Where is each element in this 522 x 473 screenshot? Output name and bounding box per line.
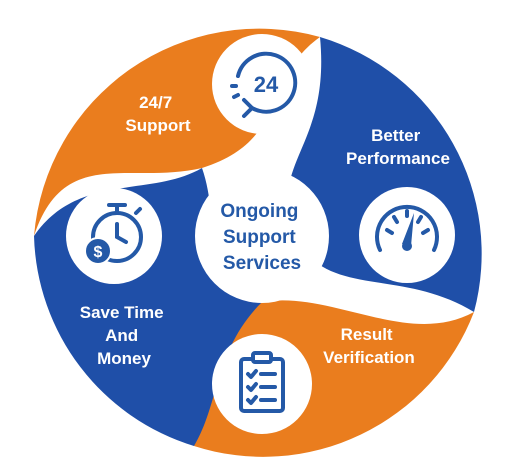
- segment-label-performance: Better Performance: [346, 126, 450, 168]
- segment-support-line-1: 24/7: [139, 93, 172, 112]
- segment-performance-line-1: Better: [371, 126, 421, 145]
- save-icon-badge: $: [66, 188, 162, 284]
- performance-icon-badge: [359, 187, 455, 283]
- segment-save-line-3: Money: [97, 349, 151, 368]
- segment-verification-line-1: Result: [341, 325, 393, 344]
- center-circle: [195, 169, 329, 303]
- segment-verification-line-2: Verification: [323, 348, 415, 367]
- segment-support-line-2: Support: [125, 116, 190, 135]
- clock-24-icon: [230, 51, 298, 118]
- segment-save-line-1: Save Time: [80, 303, 164, 322]
- center-title: Ongoing Support Services: [220, 201, 303, 274]
- segment-save-line-2: And: [105, 326, 138, 345]
- segment-label-verification: Result Verification: [323, 325, 415, 367]
- dollar-sign-icon: $: [94, 244, 103, 261]
- center-line-1: Ongoing: [220, 201, 298, 222]
- clipboard-checklist-icon: [239, 351, 285, 413]
- segment-label-save: Save Time And Money: [80, 303, 169, 368]
- stopwatch-dollar-icon: [91, 203, 143, 263]
- speedometer-needle-icon: [402, 213, 414, 246]
- speedometer-icon: [375, 205, 439, 252]
- center-line-2: Support: [223, 227, 296, 248]
- segment-label-support: 24/7 Support: [125, 93, 190, 135]
- dollar-coin-icon: [84, 237, 112, 265]
- verification-icon-badge: [212, 334, 312, 434]
- icon-circles: 24: [66, 34, 455, 434]
- center-line-3: Services: [223, 253, 301, 274]
- clock-24-icon-number: 24: [254, 72, 279, 97]
- support-icon-badge: 24: [212, 34, 312, 134]
- segment-performance-line-2: Performance: [346, 149, 450, 168]
